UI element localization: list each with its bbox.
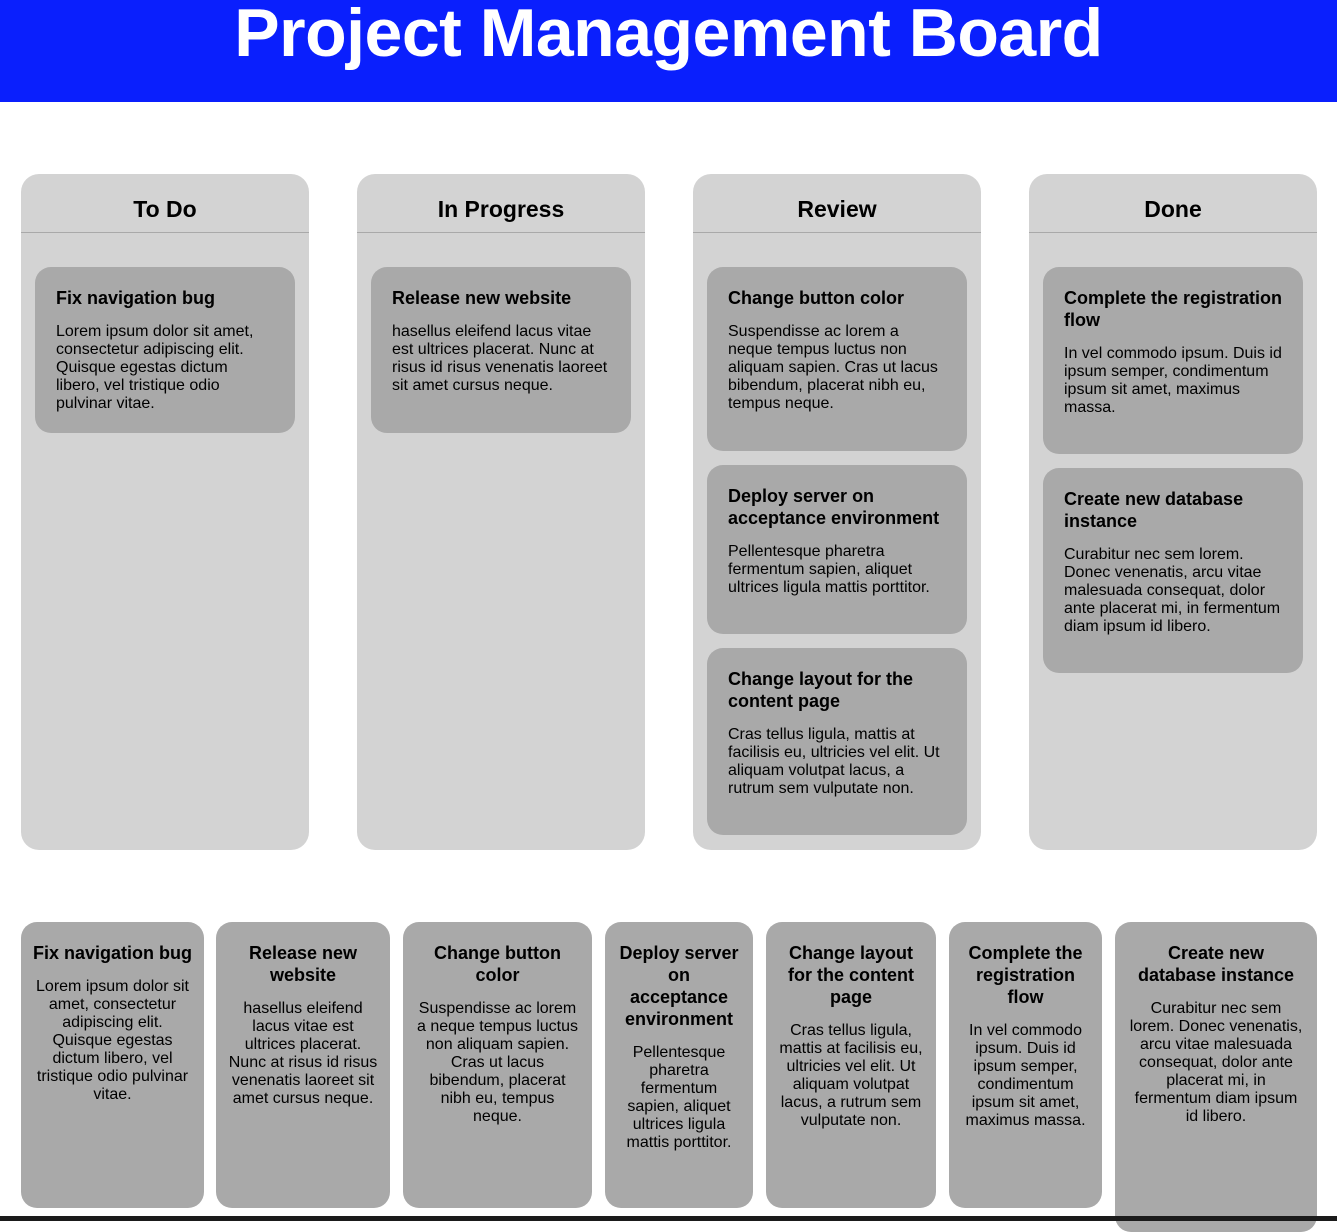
card-title: Deploy server on acceptance environment (728, 486, 940, 528)
column-header: Done (1029, 174, 1317, 233)
column-header: Review (693, 174, 981, 233)
strip-card[interactable]: Complete the registration flow In vel co… (949, 922, 1102, 1208)
page-header: Project Management Board (0, 0, 1337, 102)
card-description: Suspendisse ac lorem a neque tempus luct… (417, 1000, 578, 1125)
card-title: Change button color (434, 943, 561, 985)
card-description: Pellentesque pharetra fermentum sapien, … (728, 543, 930, 596)
card-title: Change button color (728, 288, 904, 308)
task-card[interactable]: Change layout for the content page Cras … (707, 648, 967, 835)
card-description: In vel commodo ipsum. Duis id ipsum semp… (1064, 345, 1282, 416)
card-title: Release new website (392, 288, 572, 308)
strip-card[interactable]: Change button color Suspendisse ac lorem… (403, 922, 592, 1208)
page-title: Project Management Board (234, 0, 1103, 71)
task-card[interactable]: Create new database instance Curabitur n… (1043, 468, 1303, 673)
card-title: Fix navigation bug (56, 288, 216, 308)
task-card[interactable]: Change button color Suspendisse ac lorem… (707, 267, 967, 451)
strip-card[interactable]: Deploy server on acceptance environment … (605, 922, 753, 1208)
card-title: Complete the registration flow (1064, 288, 1283, 330)
card-list: Release new website hasellus eleifend la… (371, 267, 631, 447)
column-review: Review Change button color Suspendisse a… (693, 174, 981, 850)
kanban-board: To Do Fix navigation bug Lorem ipsum dol… (21, 174, 1317, 850)
card-description: hasellus eleifend lacus vitae est ultric… (228, 1000, 378, 1107)
card-title: Deploy server on acceptance environment (619, 943, 739, 1029)
card-description: In vel commodo ipsum. Duis id ipsum semp… (965, 1022, 1086, 1129)
strip-card[interactable]: Change layout for the content page Cras … (766, 922, 936, 1208)
card-description: Suspendisse ac lorem a neque tempus luct… (728, 323, 938, 412)
card-list: Change button color Suspendisse ac lorem… (707, 267, 967, 849)
card-description: Cras tellus ligula, mattis at facilisis … (779, 1022, 923, 1129)
strip-card[interactable]: Release new website hasellus eleifend la… (216, 922, 390, 1208)
card-title: Create new database instance (1137, 943, 1295, 985)
column-header: To Do (21, 174, 309, 233)
card-list: Complete the registration flow In vel co… (1043, 267, 1303, 687)
strip-card[interactable]: Fix navigation bug Lorem ipsum dolor sit… (21, 922, 204, 1208)
bottom-bar (0, 1216, 1337, 1221)
card-title: Create new database instance (1064, 489, 1244, 531)
column-title: Review (797, 195, 877, 222)
column-in-progress: In Progress Release new website hasellus… (357, 174, 645, 850)
card-description: Curabitur nec sem lorem. Donec venenatis… (1064, 546, 1281, 635)
card-title: Fix navigation bug (33, 943, 193, 963)
card-description: Cras tellus ligula, mattis at facilisis … (728, 726, 940, 797)
column-title: Done (1144, 195, 1202, 222)
task-card[interactable]: Fix navigation bug Lorem ipsum dolor sit… (35, 267, 295, 433)
card-description: Lorem ipsum dolor sit amet, consectetur … (36, 978, 189, 1103)
column-to-do: To Do Fix navigation bug Lorem ipsum dol… (21, 174, 309, 850)
task-strip: Fix navigation bug Lorem ipsum dolor sit… (21, 922, 1317, 1232)
card-title: Change layout for the content page (788, 943, 914, 1007)
column-title: To Do (133, 195, 197, 222)
column-header: In Progress (357, 174, 645, 233)
task-card[interactable]: Complete the registration flow In vel co… (1043, 267, 1303, 454)
card-list: Fix navigation bug Lorem ipsum dolor sit… (35, 267, 295, 447)
column-title: In Progress (437, 195, 565, 222)
card-description: Lorem ipsum dolor sit amet, consectetur … (56, 323, 254, 412)
card-title: Change layout for the content page (728, 669, 914, 711)
column-done: Done Complete the registration flow In v… (1029, 174, 1317, 850)
card-title: Release new website (248, 943, 358, 985)
task-card[interactable]: Deploy server on acceptance environment … (707, 465, 967, 634)
task-card[interactable]: Release new website hasellus eleifend la… (371, 267, 631, 433)
card-description: hasellus eleifend lacus vitae est ultric… (392, 323, 608, 394)
card-description: Curabitur nec sem lorem. Donec venenatis… (1129, 1000, 1303, 1125)
card-description: Pellentesque pharetra fermentum sapien, … (626, 1044, 732, 1151)
card-title: Complete the registration flow (968, 943, 1083, 1007)
strip-card[interactable]: Create new database instance Curabitur n… (1115, 922, 1317, 1232)
